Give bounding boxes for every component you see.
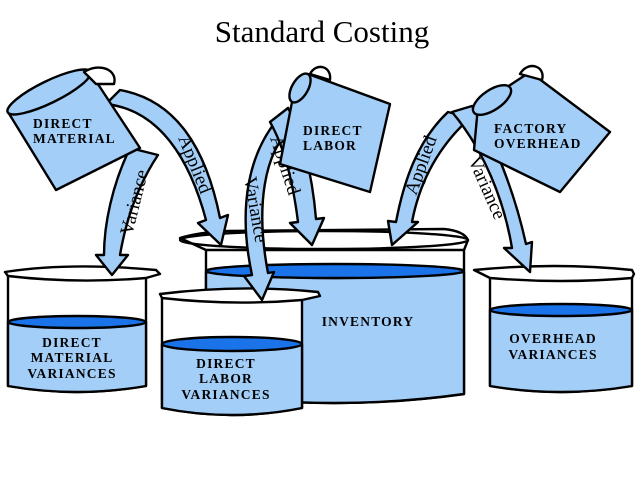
pitcher-factory-overhead: FACTORY OVERHEAD — [471, 64, 612, 194]
beaker-direct-material-variances: DIRECT MATERIAL VARIANCES — [3, 265, 162, 394]
pitcher-direct-material: DIRECT MATERIAL — [6, 66, 142, 192]
pitcher-direct-labor: DIRECT LABOR — [278, 65, 392, 194]
pitcher-dm-label-line1: DIRECT — [33, 116, 93, 131]
pitcher-fo-label-line1: FACTORY — [494, 121, 567, 136]
pitcher-dl-label-line2: LABOR — [303, 138, 357, 153]
beaker-overhead-variances: OVERHEAD VARIANCES — [472, 264, 636, 394]
pitcher-dm-label-line2: MATERIAL — [33, 131, 116, 146]
beaker-dm-label-line1: DIRECT — [42, 335, 102, 350]
beaker-dl-label-line3: VARIANCES — [181, 387, 270, 402]
beaker-oh-label-line1: OVERHEAD — [509, 331, 597, 346]
pitcher-dl-label-line1: DIRECT — [303, 123, 363, 138]
arrow-material-variance — [94, 146, 160, 277]
arrow-labor-variance — [242, 106, 298, 302]
beaker-dm-label-line3: VARIANCES — [27, 366, 116, 381]
beaker-dm-label-line2: MATERIAL — [31, 350, 114, 365]
beaker-direct-labor-variances: DIRECT LABOR VARIANCES — [158, 287, 322, 417]
beaker-dl-label-line2: LABOR — [199, 371, 253, 386]
pitcher-fo-label-line2: OVERHEAD — [494, 136, 582, 151]
beaker-inventory-label: INVENTORY — [322, 314, 415, 329]
beaker-dl-label-line1: DIRECT — [196, 356, 256, 371]
diagram-title: Standard Costing — [215, 14, 429, 49]
arrow-label-material-applied: Applied — [173, 132, 216, 197]
arrow-material-applied — [104, 88, 230, 247]
beaker-oh-label-line2: VARIANCES — [508, 347, 597, 362]
arrow-overhead-applied — [386, 110, 472, 247]
arrow-label-overhead-applied: Applied — [401, 133, 442, 198]
